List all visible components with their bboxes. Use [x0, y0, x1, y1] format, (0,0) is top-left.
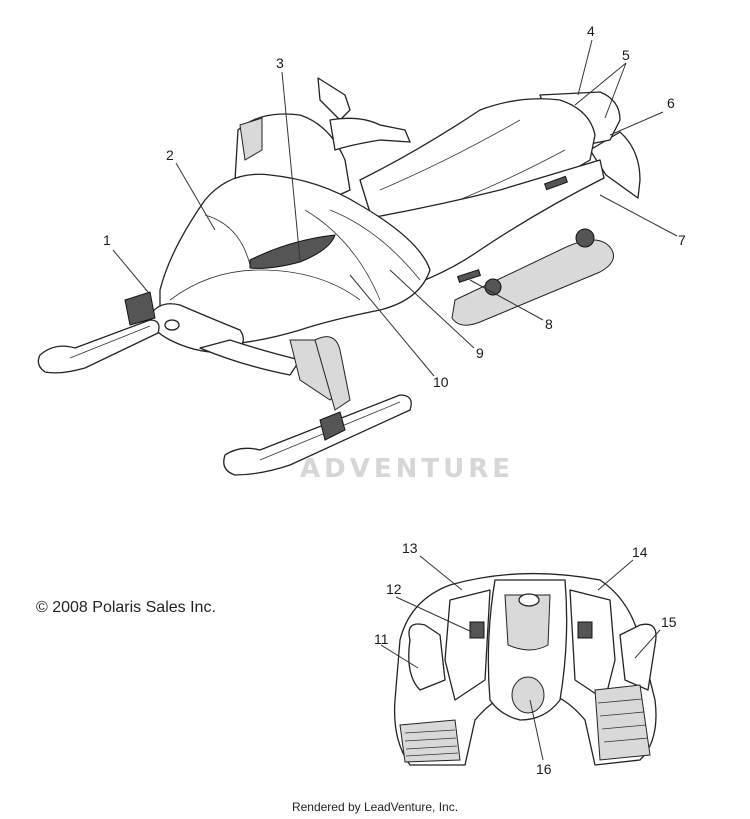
snowmobile-illustration [37, 77, 641, 476]
callout-13: 13 [402, 540, 418, 556]
callout-14: 14 [632, 544, 648, 560]
copyright-notice: © 2008 Polaris Sales Inc. [36, 599, 216, 616]
callout-1: 1 [103, 232, 111, 248]
callout-12: 12 [386, 581, 402, 597]
callout-8: 8 [545, 316, 553, 332]
render-credit: Rendered by LeadVenture, Inc. [291, 800, 459, 814]
callout-10: 10 [433, 374, 449, 390]
callout-4: 4 [587, 23, 595, 39]
callout-9: 9 [476, 345, 484, 361]
watermark: ADVENTURE [300, 454, 514, 484]
callout-2: 2 [166, 147, 174, 163]
callout-7: 7 [678, 232, 686, 248]
callout-15: 15 [661, 614, 677, 630]
callout-6: 6 [667, 95, 675, 111]
callout-16: 16 [536, 761, 552, 777]
callout-5: 5 [622, 47, 630, 63]
leader-lines [112, 39, 678, 761]
callout-3: 3 [276, 55, 284, 71]
underside-illustration [393, 572, 657, 766]
callout-labels: 1 2 3 4 5 6 7 8 9 10 11 12 13 14 15 16 [103, 23, 686, 777]
callout-11: 11 [374, 631, 389, 647]
